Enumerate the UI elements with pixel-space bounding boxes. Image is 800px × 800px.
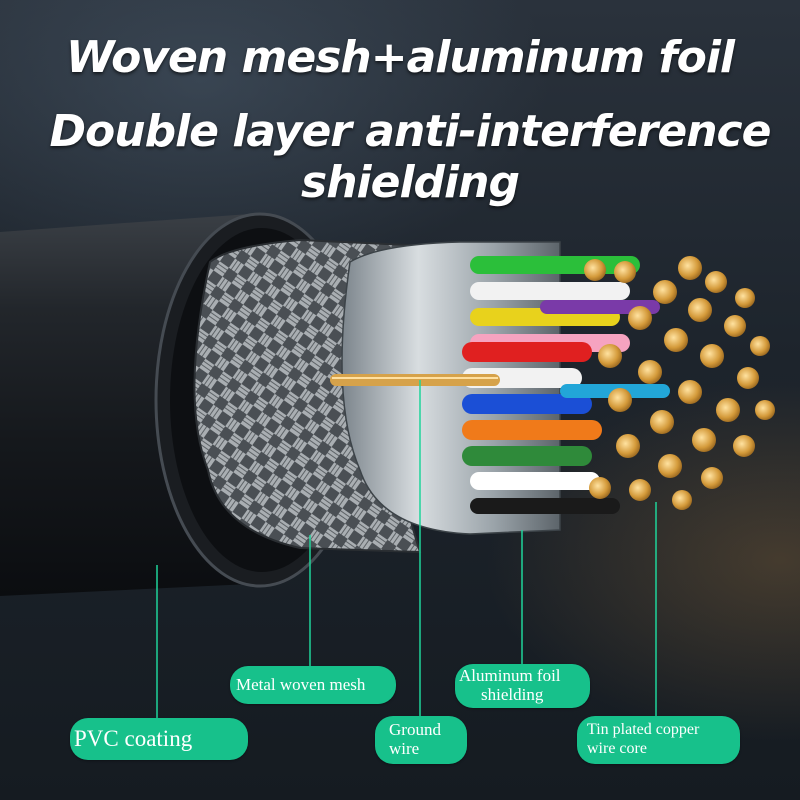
callout-aluminum-foil: Aluminum foil shielding bbox=[455, 664, 590, 708]
callout-copper-line-2: wire core bbox=[587, 740, 647, 757]
callout-foil-line-1: Aluminum foil bbox=[459, 666, 561, 685]
callout-pvc-coating: PVC coating bbox=[70, 718, 248, 760]
callout-ground-wire: Ground wire bbox=[375, 716, 467, 764]
headline-line-2: Double layer anti-interference shielding bbox=[49, 106, 772, 208]
leader-lines bbox=[156, 380, 657, 718]
headline-line-1: Woven mesh+aluminum foil bbox=[66, 32, 735, 83]
wire-bundle bbox=[462, 256, 670, 514]
ground-wire bbox=[330, 374, 500, 386]
callout-copper-line-1: Tin plated copper bbox=[587, 721, 700, 738]
callout-foil-line-2: shielding bbox=[481, 685, 544, 704]
callout-ground-line-1: Ground bbox=[389, 720, 441, 739]
callout-ground-line-2: wire bbox=[389, 739, 420, 758]
callout-metal-woven-mesh: Metal woven mesh bbox=[230, 666, 396, 704]
callout-tin-plated-copper: Tin plated copper wire core bbox=[577, 716, 740, 764]
copper-wire-tips bbox=[584, 256, 775, 510]
